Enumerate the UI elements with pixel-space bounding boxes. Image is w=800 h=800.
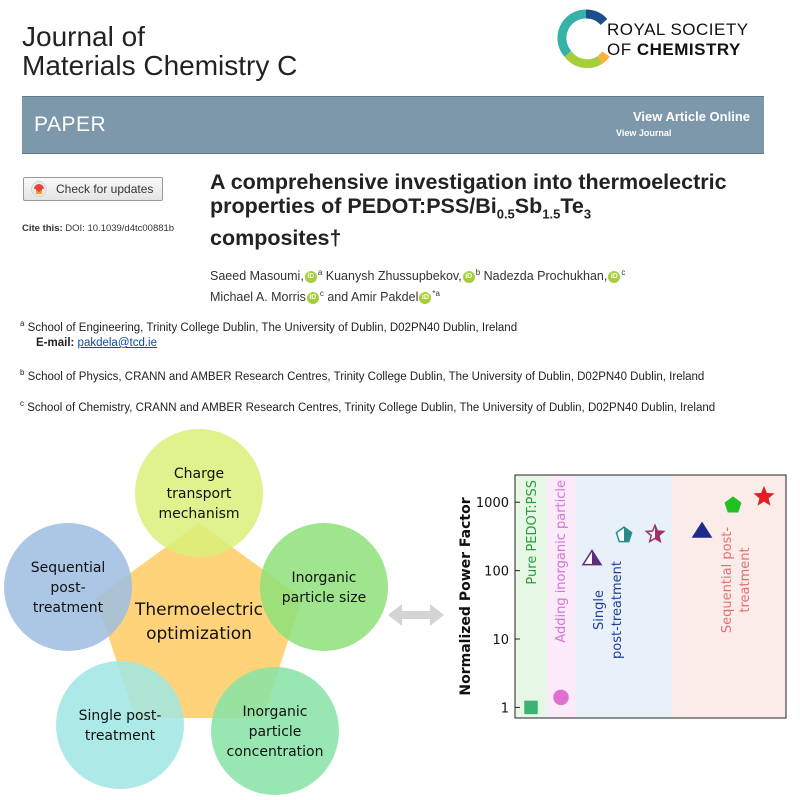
node-label: Charge (174, 466, 224, 482)
title-line2: properties of PEDOT:PSS/Bi0.5Sb1.5Te3 (210, 194, 592, 222)
article-type-label: PAPER (34, 113, 107, 136)
check-updates-icon (31, 181, 47, 197)
view-journal-link[interactable]: View Journal (616, 128, 672, 138)
node-label: mechanism (158, 506, 239, 522)
chart-region-background (547, 475, 576, 718)
title-line3: composites† (210, 226, 342, 251)
title-line1: A comprehensive investigation into therm… (210, 170, 727, 194)
data-point (524, 700, 538, 715)
chart-region-label: Single (592, 590, 607, 630)
node-label: particle size (282, 590, 366, 606)
chart-region-background (576, 475, 672, 718)
node-label: particle (249, 724, 302, 740)
affiliation-c: c School of Chemistry, CRANN and AMBER R… (20, 399, 716, 414)
author-affiliation-mark: a (317, 268, 323, 277)
node-label: Single post- (79, 708, 162, 724)
author-affiliation-mark: b (475, 268, 481, 277)
node-circle (211, 667, 339, 795)
email-link[interactable]: pakdela@tcd.ie (77, 337, 157, 349)
view-article-online-link[interactable]: View Article Online (632, 109, 750, 124)
node-label: post- (50, 580, 85, 596)
data-point (615, 526, 633, 543)
author-affiliation-mark: c (621, 268, 626, 277)
y-tick-label: 1000 (476, 496, 509, 511)
article-title: A comprehensive investigation into therm… (210, 170, 770, 250)
affiliation-b: b School of Physics, CRANN and AMBER Res… (20, 368, 705, 383)
node-label: Sequential (31, 560, 106, 576)
node-circle (56, 661, 184, 789)
cite-doi[interactable]: DOI: 10.1039/d4tc00881b (65, 223, 175, 234)
node-circle (4, 523, 132, 651)
check-updates-label: Check for updates (56, 182, 154, 196)
y-tick-label: 10 (492, 633, 509, 648)
orcid-icon[interactable]: iD (306, 292, 319, 305)
chart-region-label: Sequential post- (720, 527, 735, 633)
author-name[interactable]: Saeed Masoumi, (210, 269, 304, 284)
author-name[interactable]: Michael A. Morris (210, 290, 306, 305)
chart-frame (514, 474, 787, 719)
journal-title-line2: Materials Chemistry C (22, 50, 298, 81)
orcid-icon[interactable]: iD (608, 270, 621, 283)
center-label-line2: optimization (146, 624, 252, 644)
author-name[interactable]: Nadezda Prochukhan, (483, 269, 608, 284)
check-for-updates-button[interactable]: Check for updates (23, 177, 163, 201)
node-label: transport (167, 486, 232, 502)
node-label: treatment (85, 728, 156, 744)
node-circle (135, 429, 263, 557)
publisher-line1: ROYAL SOCIETY (607, 20, 749, 39)
data-point (753, 485, 775, 506)
author-affiliation-mark: c (319, 289, 324, 299)
rsc-logo-icon[interactable] (556, 8, 766, 68)
cite-this: Cite this: DOI: 10.1039/d4tc00881b (22, 223, 174, 234)
email-label: E-mail: (36, 337, 75, 349)
orcid-icon[interactable]: iD (419, 292, 432, 305)
chart-region-background (515, 475, 547, 718)
node-label: Inorganic (242, 704, 307, 720)
chart-region-label: Adding inorganic particle (554, 480, 569, 643)
node-label: Inorganic (291, 570, 356, 586)
double-arrow-icon (388, 604, 444, 626)
publisher-line2-prefix: OF (607, 40, 637, 59)
node-label: treatment (33, 600, 104, 616)
data-point (581, 549, 603, 566)
affiliation-a: a School of Engineering, Trinity College… (20, 319, 518, 334)
chart-region-label: treatment (738, 547, 753, 612)
data-point (724, 496, 742, 513)
orcid-icon[interactable]: iD (304, 270, 317, 283)
chart-region-label: Pure PEDOT:PSS (525, 480, 540, 585)
data-point (691, 521, 713, 538)
cite-label: Cite this: (22, 223, 63, 234)
paper-banner: PAPER View Article Online View Journal (22, 96, 764, 154)
publisher-line2-bold: CHEMISTRY (636, 40, 741, 59)
y-axis-label: Normalized Power Factor (458, 497, 474, 695)
journal-title: Journal of Materials Chemistry C (22, 22, 297, 80)
chart-region-background (672, 475, 786, 718)
author-name[interactable]: Kuanysh Zhussupbekov, (325, 269, 462, 284)
y-tick-label: 100 (484, 565, 509, 580)
author-name[interactable]: and Amir Pakdel (327, 290, 419, 305)
chart-region-label: post-treatment (610, 561, 625, 659)
publisher-name: ROYAL SOCIETY OF CHEMISTRY (607, 20, 749, 60)
node-circle (260, 523, 388, 651)
node-label: concentration (227, 744, 324, 760)
center-label-line1: Thermoelectric (134, 600, 263, 620)
y-tick-label: 1 (501, 701, 509, 716)
orcid-icon[interactable]: iD (462, 270, 475, 283)
journal-title-line1: Journal of (22, 21, 145, 52)
author-affiliation-mark: *a (432, 289, 440, 299)
data-point (644, 523, 666, 544)
email-line: E-mail: pakdela@tcd.ie (36, 337, 157, 349)
data-point (553, 689, 569, 706)
